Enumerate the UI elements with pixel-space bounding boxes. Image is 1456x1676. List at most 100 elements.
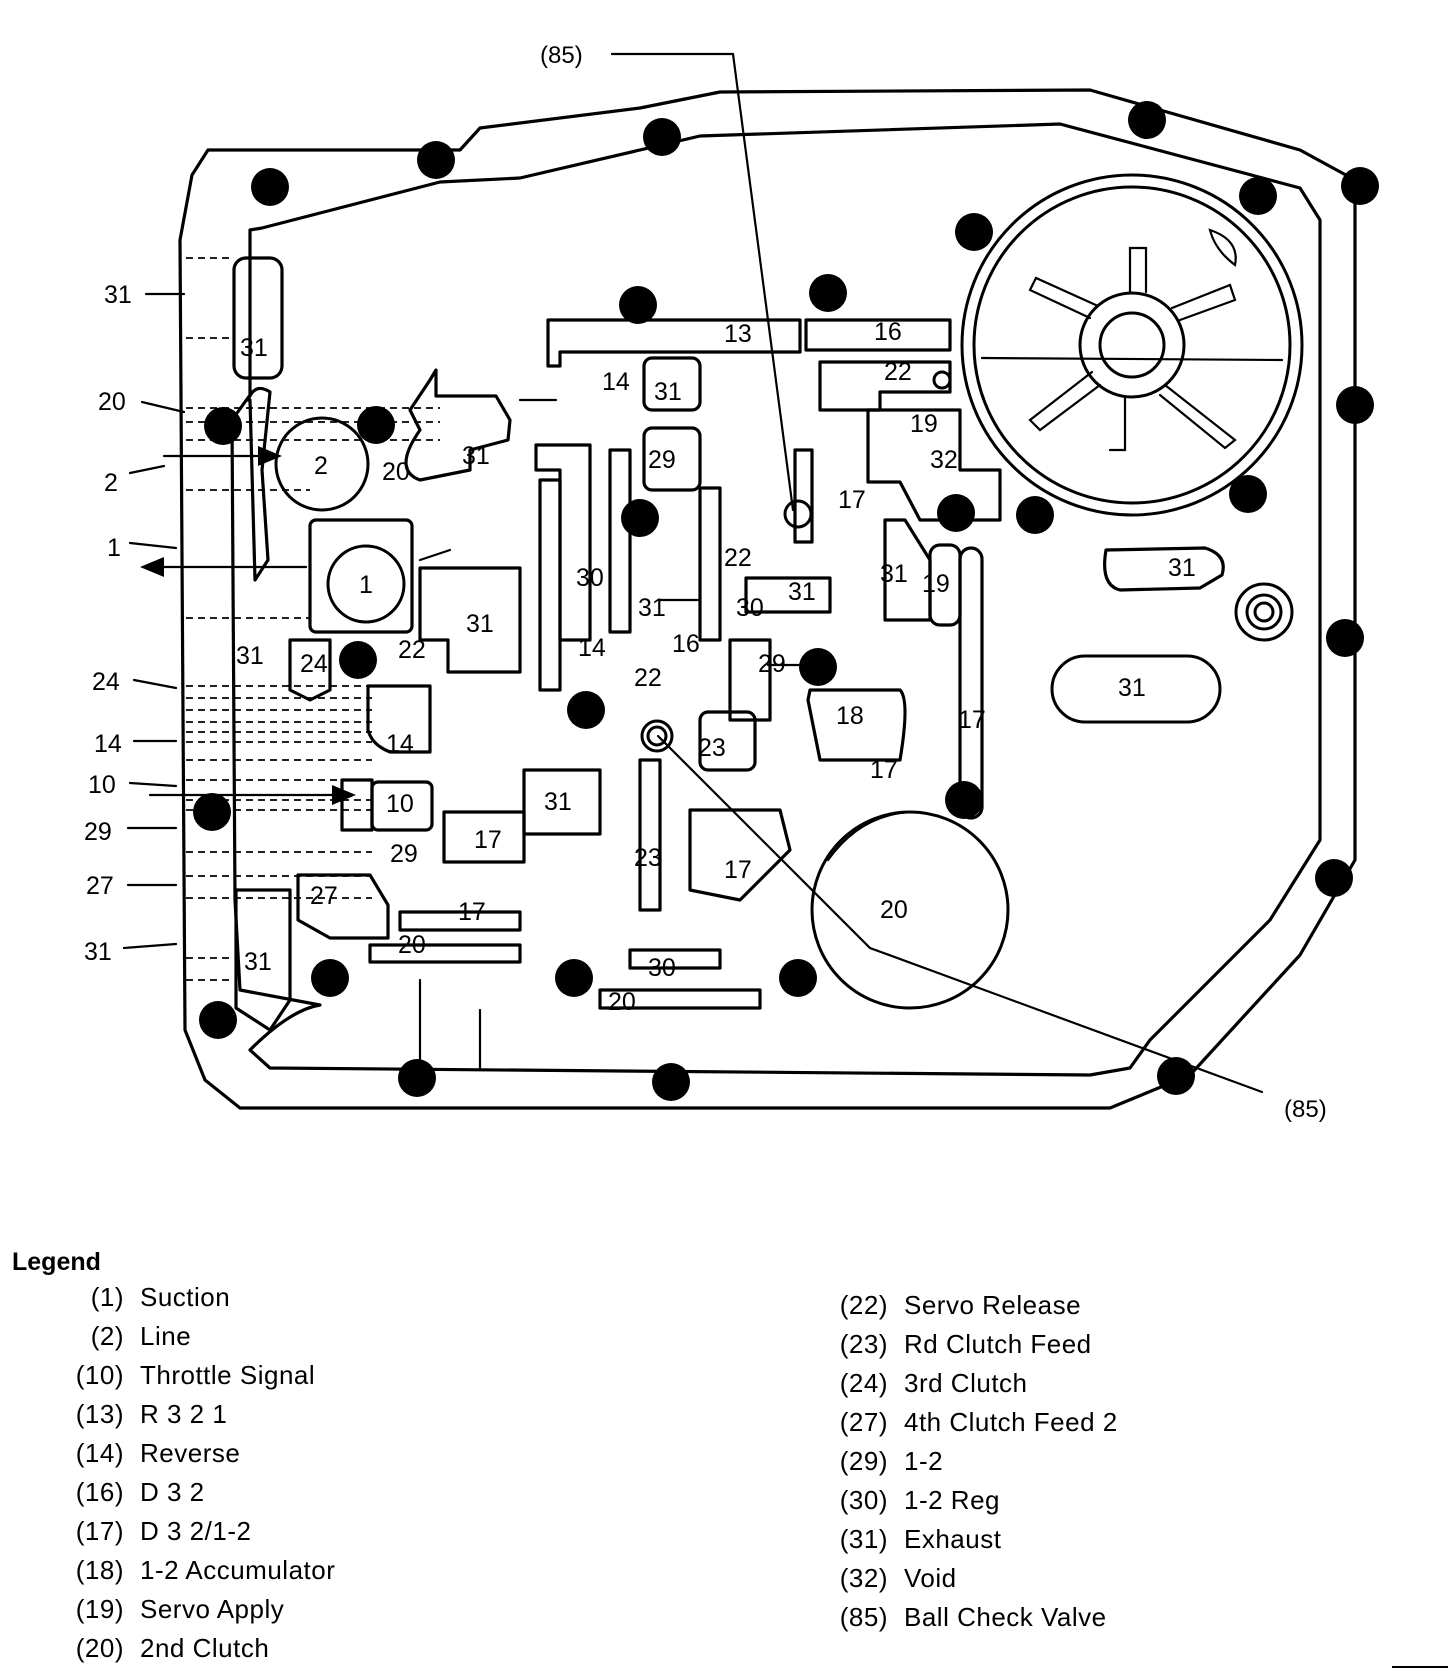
passage-label: 29 [758,650,786,678]
passage-label: 13 [724,320,752,348]
passage-walls [232,256,1002,1072]
legend-item: (17)D 3 2/1-2 [52,1512,612,1551]
passage-label: 17 [458,898,486,926]
legend-code: (20) [75,1633,124,1663]
left-label: 29 [84,818,112,846]
legend-text: R 3 2 1 [140,1399,228,1429]
passage-label: 29 [390,840,418,868]
passage-label: 31 [880,560,908,588]
legend-item: (1)Suction [52,1278,612,1317]
passage-label: 30 [576,564,604,592]
legend-item: (10) Throttle Signal [52,1356,612,1395]
legend-item: (20) 2nd Clutch [52,1629,612,1668]
left-side-labels: 31 20 2 1 24 14 10 29 27 31 [84,281,132,966]
legend-item: (29)1-2 [816,1442,1376,1481]
legend-text: 2nd Clutch [140,1633,270,1663]
legend-item: (18) 1-2 Accumulator [52,1551,612,1590]
legend-item: (32)Void [816,1559,1376,1598]
legend-item: (30)1-2 Reg [816,1481,1376,1520]
passage-label: 22 [884,358,912,386]
legend-text: Servo Apply [140,1594,285,1624]
passage-label: 14 [386,730,414,758]
legend-code: (23) [839,1329,888,1359]
passage-label: 22 [634,664,662,692]
legend-text: Throttle Signal [140,1360,316,1390]
casting-outline [178,88,1357,1110]
corner-rule [1392,1666,1448,1668]
legend-code: (85) [839,1602,888,1632]
legend-item: (22)Servo Release [816,1286,1376,1325]
legend-right-column: (22)Servo Release (23) Rd Clutch Feed (24… [816,1286,1376,1637]
passage-label: 20 [880,896,908,924]
passage-label: 17 [958,706,986,734]
legend-text: Servo Release [904,1290,1082,1320]
passage-label: 20 [398,931,426,959]
passage-label: 30 [648,954,676,982]
legend-code: (16) [75,1477,124,1507]
passage-label: 14 [578,634,606,662]
passage-label: 29 [648,446,676,474]
passage-label: 14 [602,368,630,396]
legend-code: (10) [75,1360,124,1390]
legend-item: (27)4th Clutch Feed 2 [816,1403,1376,1442]
legend-text: Ball Check Valve [904,1602,1107,1632]
legend: Legend (1)Suction (2)Line (10)Throttle S… [0,1240,1456,1663]
legend-code: (30) [839,1485,888,1515]
passage-label: 27 [310,882,338,910]
legend-code: (31) [839,1524,888,1554]
legend-text: Line [140,1321,192,1351]
passage-label: 16 [874,318,902,346]
legend-code: (2) [90,1321,124,1351]
callout-85-bottom: (85) [1284,1096,1327,1123]
legend-text: 1-2 Accumulator [140,1555,336,1585]
legend-item: (85) Ball Check Valve [816,1598,1376,1637]
legend-text: 4th Clutch Feed 2 [904,1407,1118,1437]
legend-item: (16) D 3 2 [52,1473,612,1512]
passage-label: 31 [1168,554,1196,582]
passage-label: 17 [474,826,502,854]
passage-label: 31 [638,594,666,622]
passage-label: 10 [386,790,414,818]
passage-label: 20 [382,458,410,486]
legend-text: Rd Clutch Feed [904,1329,1092,1359]
legend-item: (31) Exhaust [816,1520,1376,1559]
passage-label: 31 [788,578,816,606]
passage-label: 31 [244,948,272,976]
casting-inner-outline [230,122,1322,1077]
legend-item: (23) Rd Clutch Feed [816,1325,1376,1364]
passage-label: 31 [240,334,268,362]
passage-label: 31 [462,442,490,470]
passage-label: 2 [314,452,328,480]
passage-label: 17 [870,756,898,784]
legend-code: (24) [839,1368,888,1398]
legend-code: (1) [90,1282,124,1312]
pump-bore [960,173,1304,517]
bolt-holes [193,101,1379,1101]
left-label: 14 [94,730,122,758]
legend-code: (13) [75,1399,124,1429]
legend-item: (24)3rd Clutch [816,1364,1376,1403]
legend-code: (18) [75,1555,124,1585]
dashed-leader-lines [186,257,440,981]
passage-label: 31 [236,642,264,670]
left-label: 27 [86,872,114,900]
legend-code: (17) [75,1516,124,1546]
left-label: 31 [84,938,112,966]
passage-label: 20 [608,988,636,1016]
legend-text: D 3 2 [140,1477,205,1507]
left-leader-lines [122,292,356,950]
passage-label: 23 [634,844,662,872]
left-label: 31 [104,281,132,309]
legend-item: (2) Line [52,1317,612,1356]
passage-label: 23 [698,734,726,762]
passage-label: 1 [359,571,373,599]
passage-label: 31 [544,788,572,816]
legend-item: (19)Servo Apply [52,1590,612,1629]
legend-text: Exhaust [904,1524,1002,1554]
passage-label: 30 [736,594,764,622]
passage-label: 19 [910,410,938,438]
left-label: 24 [92,668,120,696]
passage-label: 17 [838,486,866,514]
passage-label: 22 [398,636,426,664]
passage-label: 31 [654,378,682,406]
